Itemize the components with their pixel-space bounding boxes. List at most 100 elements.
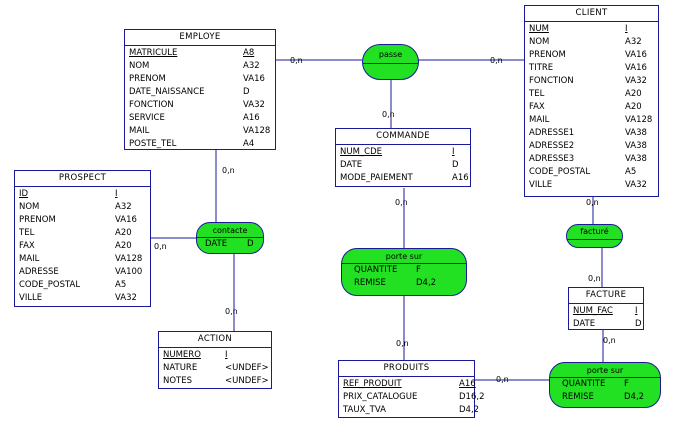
attribute-type: D [635,319,642,329]
entity-title: CLIENT [525,6,658,22]
attribute-type: A16 [459,379,476,389]
attribute-name: TITRE [529,63,554,73]
attribute-name: ADRESSE2 [529,141,575,151]
association-divider [550,377,660,378]
attribute-type: VA16 [625,63,647,73]
attribute-type: F [416,265,421,275]
association-facture[interactable]: facturé [566,224,623,248]
attribute-type: D4,2 [416,278,437,288]
attribute-type: A16 [243,113,260,123]
attribute-type: D [247,239,254,249]
primary-key-name: NUMERO [163,350,201,360]
association-passe[interactable]: passe [362,44,419,80]
attribute-name: DATE_NAISSANCE [129,87,205,97]
attribute-type: VA128 [243,126,271,136]
attribute-name: REMISE [354,278,386,288]
attribute-type: F [624,379,629,389]
primary-key-name: MATRICULE [129,48,178,58]
association-attribute-row: QUANTITE F [342,264,466,277]
attribute-type: VA32 [115,293,137,303]
entity-title: COMMANDE [336,129,470,145]
attribute-type: VA100 [115,267,143,277]
association-title: contacte [212,226,248,235]
cardinality-employe-contacte: 0,n [222,166,235,175]
attribute-name: QUANTITE [562,379,606,389]
attribute-type: I [225,350,228,360]
attribute-type: <UNDEF> [225,363,269,373]
attribute-name: PRENOM [129,74,166,84]
attribute-name: PRENOM [529,50,566,60]
association-title: porte sur [586,366,624,375]
attribute-name: QUANTITE [354,265,398,275]
attribute-name: REMISE [562,392,594,402]
cardinality-produits-porte-sur: 0,n [496,375,509,384]
association-divider [363,63,418,64]
entity-title: EMPLOYE [125,30,275,46]
attribute-name: NOM [529,37,550,47]
attribute-name: FAX [529,102,545,112]
attribute-type: A32 [625,37,642,47]
attribute-name: NOTES [163,376,193,386]
association-title: porte sur [385,252,423,261]
attribute-name: TAUX_TVA [343,405,386,415]
association-porte-sur-1[interactable]: porte sur QUANTITE F REMISE D4,2 [341,248,467,296]
attribute-type: VA38 [625,154,647,164]
attribute-type: A5 [625,167,637,177]
attribute-type: A16 [452,173,469,183]
attribute-name: NOM [129,61,150,71]
association-divider [197,237,263,238]
attribute-name: MAIL [529,115,550,125]
attribute-type: D16,2 [459,392,485,402]
attribute-type: VA32 [243,100,265,110]
cardinality-commande-porte-sur: 0,n [395,198,408,207]
attribute-type: VA16 [115,215,137,225]
association-divider [342,263,466,264]
attribute-type: VA32 [625,76,647,86]
association-attribute-row: REMISE D4,2 [342,277,466,290]
attribute-name: TEL [529,89,545,99]
primary-key-name: REF_PRODUIT [343,379,402,389]
attribute-name: DATE [573,319,596,329]
attribute-type: A20 [625,89,642,99]
cardinality-employe-passe: 0,n [290,56,303,65]
attribute-type: VA128 [625,115,653,125]
cardinality-facture-assoc-facture: 0,n [588,274,601,283]
attribute-type: VA128 [115,254,143,264]
attribute-type: VA38 [625,128,647,138]
attribute-type: A20 [115,241,132,251]
attribute-name: POSTE_TEL [129,139,177,149]
